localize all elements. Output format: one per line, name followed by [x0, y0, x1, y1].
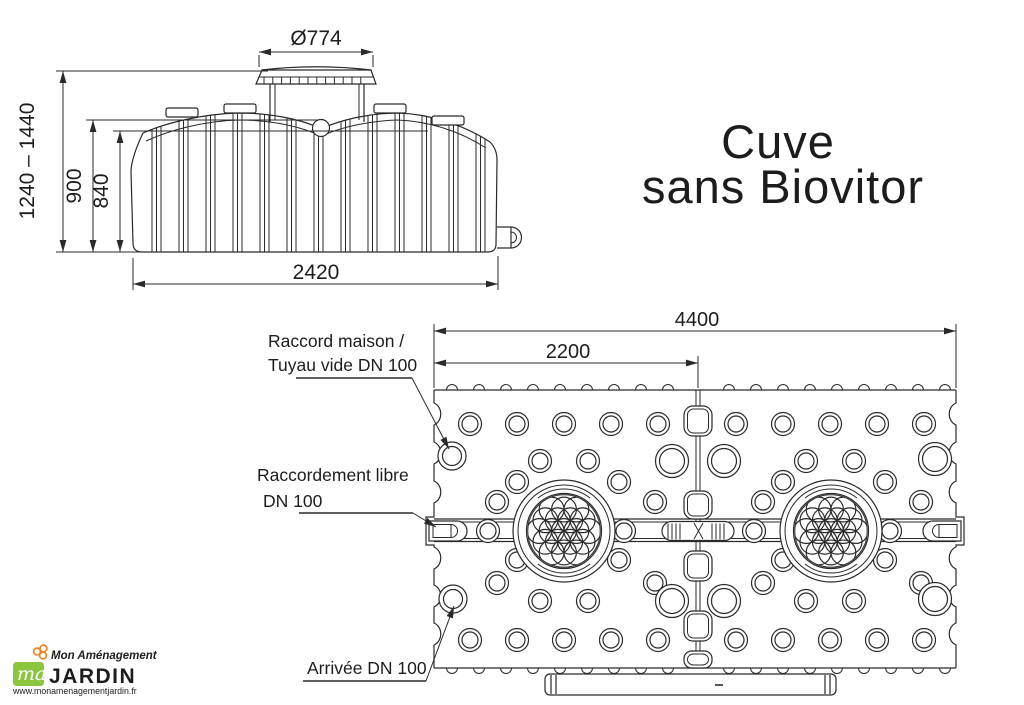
- top-view-dimensions: [433, 324, 957, 388]
- manhole-lids: [512, 479, 883, 583]
- logo-url: www.monamenagementjardin.fr: [12, 686, 137, 696]
- logo-monogram: ma: [17, 663, 46, 685]
- dim-width-text: 2420: [293, 261, 340, 284]
- label-arrivee: Arrivée DN 100: [307, 658, 427, 678]
- surface-dimples: [457, 411, 953, 653]
- top-view: [425, 384, 965, 696]
- side-view: [130, 66, 523, 253]
- tank-ribs: [151, 113, 486, 252]
- callout-leaders: [296, 377, 455, 682]
- label-raccord-maison-line1: Raccord maison /: [268, 331, 404, 351]
- left-edge-fitting: [428, 520, 468, 542]
- logo-brand-top: Mon Aménagement: [51, 650, 158, 662]
- seam-coupling: [661, 520, 735, 542]
- edge-bumps: [446, 384, 951, 674]
- brand-logo: ma Mon Aménagement JARDIN www.monamenage…: [12, 644, 158, 696]
- bottom-skid: [544, 673, 837, 696]
- label-raccordement-libre-line2: DN 100: [263, 491, 323, 511]
- tank-body-outline: [130, 112, 498, 253]
- manhole-neck: [269, 84, 365, 122]
- dim-total-length-text: 4400: [675, 309, 720, 331]
- side-outlet-pipe: [497, 226, 523, 249]
- logo-monogram-tile: [13, 662, 44, 686]
- clover-icon: [32, 644, 48, 660]
- dim-diameter-text: Ø774: [290, 27, 342, 50]
- manhole-cover: [255, 66, 377, 85]
- page-title-line1: Cuve: [721, 115, 835, 168]
- label-raccordement-libre-line1: Raccordement libre: [257, 465, 409, 485]
- tank-top-caps: [165, 103, 465, 126]
- dim-total-height-text: 1240 – 1440: [16, 103, 39, 220]
- page-title-line2: sans Biovitor: [642, 160, 924, 213]
- logo-brand-main: JARDIN: [49, 665, 136, 688]
- lifting-lug: [311, 118, 331, 138]
- dim-900-text: 900: [63, 168, 86, 203]
- side-view-dimensions: [56, 48, 499, 290]
- label-raccord-maison-line2: Tuyau vide DN 100: [268, 355, 417, 375]
- seam-chain-links: [683, 405, 713, 669]
- edge-connectors: [437, 441, 468, 614]
- dim-half-length-text: 2200: [546, 341, 591, 363]
- right-edge-fitting: [922, 520, 962, 542]
- dim-840-text: 840: [90, 173, 113, 208]
